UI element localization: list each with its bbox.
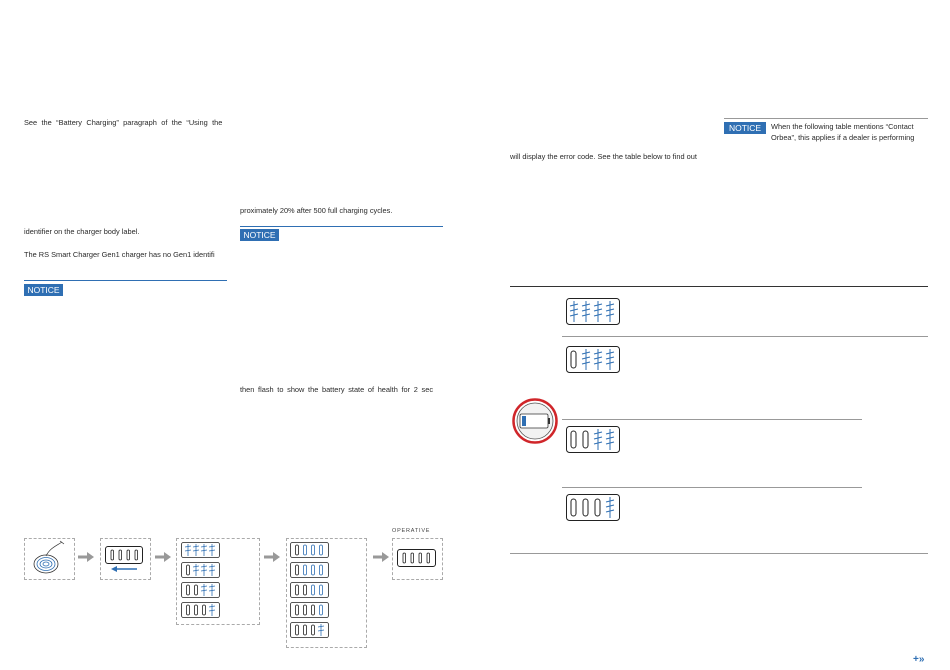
text-gen1-charger: The RS Smart Charger Gen1 charger has no… — [24, 250, 215, 259]
battery-leds-icon — [397, 549, 436, 567]
notice-text-line2: Orbea”, this applies if a dealer is perf… — [771, 133, 915, 142]
arrow-right-icon — [155, 552, 171, 562]
text-state-of-health: then flash to show the battery state of … — [240, 385, 434, 394]
table-row-rule-1 — [562, 336, 928, 337]
arrow-right-icon — [264, 552, 280, 562]
middle-notice-rule — [240, 226, 443, 227]
charge-level-box — [176, 538, 260, 625]
battery-leds-icon — [566, 346, 620, 373]
battery-leds-icon — [105, 546, 143, 572]
insert-step-box — [100, 538, 151, 580]
charger-coil-icon — [33, 540, 65, 574]
left-notice-badge: NOTICE — [24, 284, 63, 296]
charger-step-box — [24, 538, 75, 580]
battery-leds-icon — [290, 542, 329, 638]
battery-leds-icon — [566, 426, 620, 453]
table-top-rule — [510, 286, 928, 287]
middle-notice-badge: NOTICE — [240, 229, 279, 241]
text-identifier-label: identifier on the charger body label. — [24, 227, 140, 236]
table-bottom-rule — [510, 553, 928, 554]
arrow-right-icon — [78, 552, 94, 562]
notice-text-line1: When the following table mentions “Conta… — [771, 122, 914, 131]
battery-leds-icon — [566, 494, 620, 521]
battery-alert-icon — [512, 398, 558, 444]
table-row-rule-2 — [562, 419, 862, 420]
battery-leds-icon — [181, 542, 220, 618]
text-charging-cycles: proximately 20% after 500 full charging … — [240, 206, 393, 215]
operative-label: OPERATIVE — [392, 528, 431, 534]
text-error-code: will display the error code. See the tab… — [510, 152, 697, 161]
operative-box — [392, 538, 443, 580]
right-notice-rule — [724, 118, 928, 119]
next-page-icon[interactable]: +» — [913, 654, 925, 665]
right-notice-badge: NOTICE — [724, 122, 766, 134]
table-row-rule-3 — [562, 487, 862, 488]
left-notice-rule — [24, 280, 227, 281]
health-level-box — [286, 538, 367, 648]
text-battery-charging-ref: See the “Battery Charging” paragraph of … — [24, 118, 223, 127]
battery-leds-icon — [566, 298, 620, 325]
arrow-right-icon — [373, 552, 389, 562]
